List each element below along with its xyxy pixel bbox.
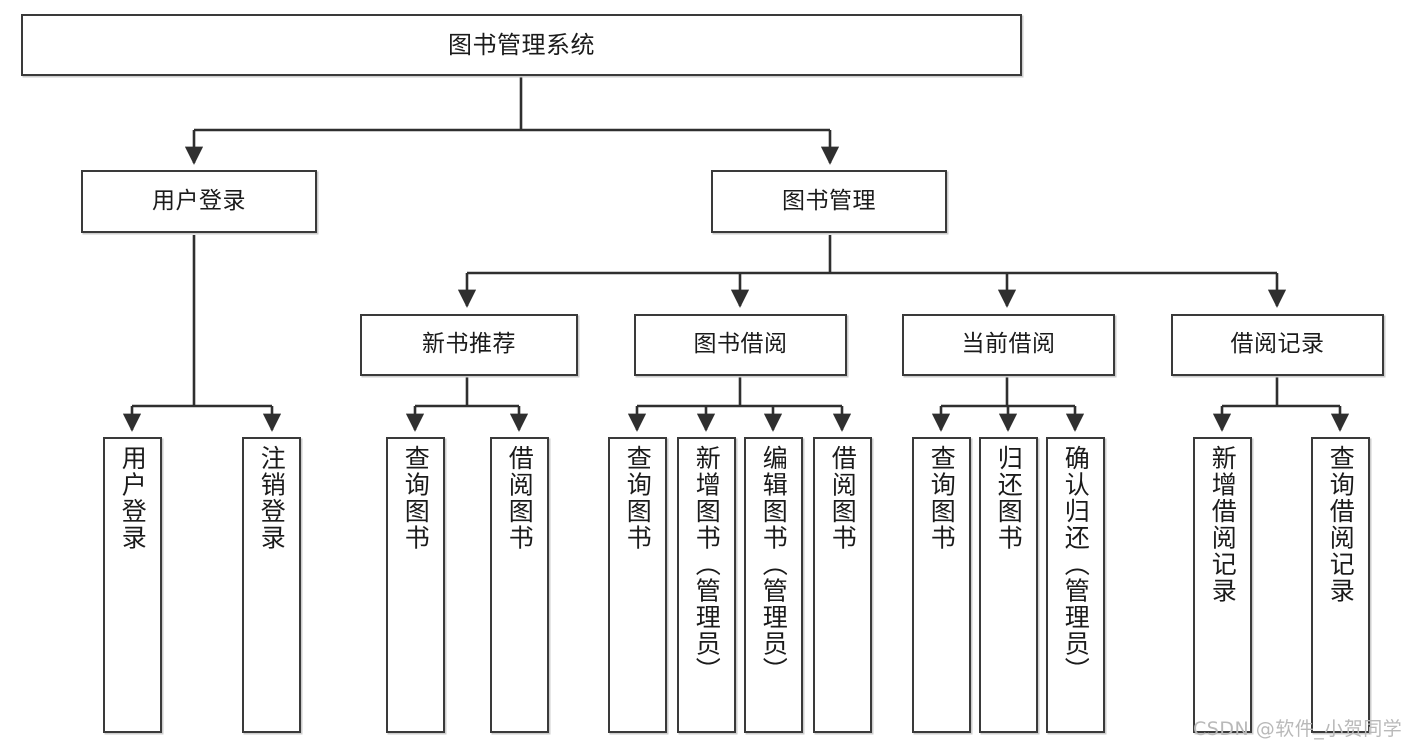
csdn-watermark: CSDN @软件_小贺同学: [1193, 718, 1403, 740]
node-leaf-edit-book[interactable]: 编辑图书（管理员）: [744, 437, 803, 733]
node-book-borrow-label: 图书借阅: [693, 331, 788, 358]
node-leaf-return-book-label: 归还图书: [994, 445, 1024, 551]
node-leaf-user-login[interactable]: 用户登录: [103, 437, 162, 733]
node-leaf-borrow-book-2-label: 借阅图书: [828, 445, 858, 551]
node-leaf-query-book-1-label: 查询图书: [401, 445, 431, 551]
node-leaf-add-book-label: 新增图书（管理员）: [692, 445, 722, 684]
node-leaf-query-book-1[interactable]: 查询图书: [386, 437, 445, 733]
node-borrow-record-label: 借阅记录: [1230, 331, 1325, 358]
node-leaf-confirm-return[interactable]: 确认归还（管理员）: [1046, 437, 1105, 733]
node-book-borrow[interactable]: 图书借阅: [634, 314, 847, 376]
node-leaf-user-login-label: 用户登录: [118, 445, 148, 551]
node-leaf-borrow-book-1[interactable]: 借阅图书: [490, 437, 549, 733]
node-root[interactable]: 图书管理系统: [21, 14, 1022, 76]
node-current-borrow-label: 当前借阅: [961, 331, 1056, 358]
node-leaf-add-book[interactable]: 新增图书（管理员）: [677, 437, 736, 733]
node-book-manage-label: 图书管理: [782, 187, 876, 214]
node-leaf-return-book[interactable]: 归还图书: [979, 437, 1038, 733]
node-book-manage[interactable]: 图书管理: [711, 170, 947, 233]
node-current-borrow[interactable]: 当前借阅: [902, 314, 1115, 376]
node-leaf-borrow-book-1-label: 借阅图书: [505, 445, 535, 551]
node-leaf-edit-book-label: 编辑图书（管理员）: [759, 445, 789, 684]
node-leaf-confirm-return-label: 确认归还（管理员）: [1061, 445, 1091, 684]
node-leaf-query-record-label: 查询借阅记录: [1326, 445, 1356, 604]
node-leaf-borrow-book-2[interactable]: 借阅图书: [813, 437, 872, 733]
node-user-login[interactable]: 用户登录: [81, 170, 317, 233]
node-leaf-user-logout-label: 注销登录: [257, 445, 287, 551]
node-leaf-add-record[interactable]: 新增借阅记录: [1193, 437, 1252, 733]
node-leaf-query-record[interactable]: 查询借阅记录: [1311, 437, 1370, 733]
node-leaf-add-record-label: 新增借阅记录: [1208, 445, 1238, 604]
node-leaf-query-book-3-label: 查询图书: [927, 445, 957, 551]
node-leaf-query-book-3[interactable]: 查询图书: [912, 437, 971, 733]
node-user-login-label: 用户登录: [152, 187, 246, 214]
node-leaf-user-logout[interactable]: 注销登录: [242, 437, 301, 733]
node-leaf-query-book-2[interactable]: 查询图书: [608, 437, 667, 733]
node-new-book-rec-label: 新书推荐: [422, 331, 516, 358]
node-leaf-query-book-2-label: 查询图书: [623, 445, 653, 551]
node-new-book-rec[interactable]: 新书推荐: [360, 314, 578, 376]
node-borrow-record[interactable]: 借阅记录: [1171, 314, 1384, 376]
node-root-label: 图书管理系统: [448, 30, 595, 59]
